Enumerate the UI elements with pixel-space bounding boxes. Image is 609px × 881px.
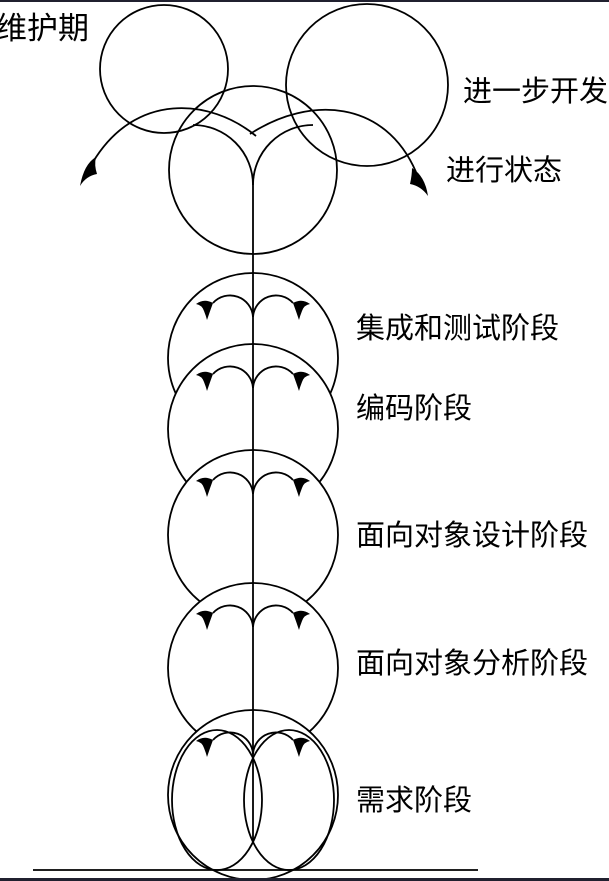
scan-edge-top <box>0 0 609 2</box>
label-integration-test-phase: 集成和测试阶段 <box>356 313 560 345</box>
fountain-arrowhead-right-icon <box>293 300 310 320</box>
fountain-arc-right <box>252 294 294 318</box>
stage-fountain-arrows-0 <box>196 294 310 320</box>
fountain-arrowhead-right-icon <box>293 477 310 497</box>
fountain-arc-right <box>252 365 294 389</box>
fountain-arc-left <box>212 604 254 628</box>
right-arrowhead-icon <box>410 168 428 196</box>
label-further-development: 进一步开发 <box>463 76 609 108</box>
fountain-arrowhead-right-icon <box>293 737 310 757</box>
label-ongoing-state: 进行状态 <box>446 155 563 187</box>
stage-fountain-arrows-2 <box>196 471 310 497</box>
scan-edge-bottom <box>0 878 609 881</box>
fountain-arrowhead-left-icon <box>196 300 213 320</box>
fountain-arc-left <box>212 365 254 389</box>
further-development-circle <box>285 3 449 167</box>
fountain-arc-right <box>252 604 294 628</box>
label-requirements-phase: 需求阶段 <box>356 785 473 817</box>
fountain-arrowhead-right-icon <box>293 371 310 391</box>
maintenance-circle <box>99 4 229 134</box>
fountain-arrowhead-left-icon <box>196 610 213 630</box>
evolution-valley-arc-right <box>252 124 314 186</box>
fountain-arrowhead-left-icon <box>196 371 213 391</box>
evolution-valley-arc-left <box>192 124 254 186</box>
label-ooa-phase: 面向对象分析阶段 <box>356 648 589 680</box>
fountain-arc-right <box>252 731 294 755</box>
stage-fountain-arrows-1 <box>196 365 310 391</box>
label-ood-phase: 面向对象设计阶段 <box>356 520 589 552</box>
label-coding-phase: 编码阶段 <box>356 393 473 425</box>
fountain-arrowhead-right-icon <box>293 610 310 630</box>
stage-fountain-arrows-3 <box>196 604 310 630</box>
fountain-arc-left <box>212 471 254 495</box>
label-maintenance: 维护期 <box>0 11 89 46</box>
fountain-arc-left <box>212 731 254 755</box>
fountain-arrowhead-left-icon <box>196 477 213 497</box>
fountain-arc-left <box>212 294 254 318</box>
fountain-arc-right <box>252 471 294 495</box>
left-arrowhead-icon <box>80 157 97 186</box>
further-development-exit-arrow-arc <box>249 109 417 173</box>
maintenance-exit-arrow-arc <box>92 107 257 163</box>
fountain-arrowhead-left-icon <box>196 737 213 757</box>
